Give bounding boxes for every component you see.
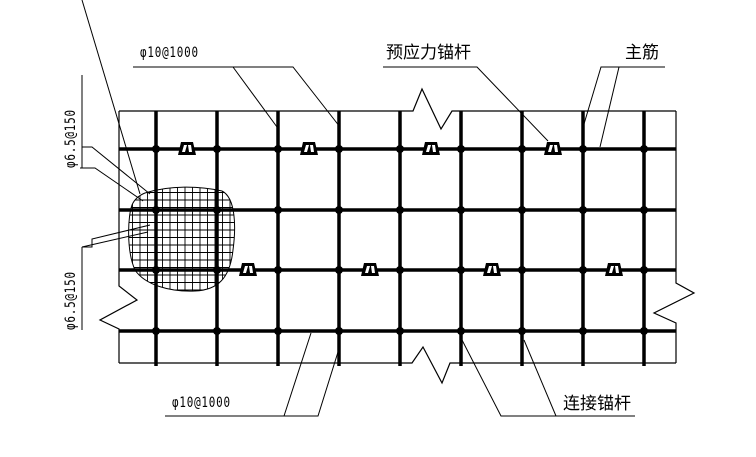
- bar-node: [640, 145, 648, 153]
- left-edge-break-line: [98, 111, 139, 363]
- leader-connecting-anchor: [460, 337, 635, 417]
- bar-node: [335, 145, 343, 153]
- bar-node: [457, 206, 465, 214]
- bar-node: [457, 327, 465, 335]
- bar-node: [396, 206, 404, 214]
- anchor-head-icon: [178, 142, 196, 155]
- anchor-head-icon: [422, 142, 440, 155]
- bottom-edge-break-line: [119, 345, 676, 385]
- top-edge-break-line: [119, 87, 676, 131]
- anchor-head-icon: [239, 263, 257, 276]
- bar-node: [457, 266, 465, 274]
- bar-node: [274, 327, 282, 335]
- bar-node: [213, 266, 221, 274]
- bar-node: [335, 206, 343, 214]
- label-connecting-anchor: 连接锚杆: [563, 394, 631, 414]
- anchor-head-icon: [544, 142, 562, 155]
- anchor-head-icon: [300, 142, 318, 155]
- bar-node: [518, 206, 526, 214]
- leader-mesh-lower: [82, 224, 151, 248]
- bar-node: [213, 145, 221, 153]
- anchor-head-icon: [483, 263, 501, 276]
- label-mesh-lower: φ6.5@150: [63, 271, 79, 330]
- label-bottom-distribution-bar: φ10@1000: [172, 395, 231, 411]
- anchor-head-icon: [361, 263, 379, 276]
- leader-lines: [80, 0, 665, 417]
- anchor-head-icon: [605, 263, 623, 276]
- bar-node: [213, 206, 221, 214]
- vertical-main-bars: [154, 111, 646, 366]
- leader-mesh-upper: [80, 167, 144, 202]
- bar-node: [518, 266, 526, 274]
- horizontal-main-bars: [119, 147, 676, 333]
- wire-mesh-boundary: [128, 186, 236, 292]
- bar-node: [396, 145, 404, 153]
- leader-mesh-upper-2: [82, 146, 151, 195]
- bar-node: [579, 206, 587, 214]
- label-top-distribution-bar: φ10@1000: [140, 45, 199, 61]
- bar-node: [213, 327, 221, 335]
- bar-node: [396, 266, 404, 274]
- bar-node: [335, 327, 343, 335]
- bar-node: [640, 266, 648, 274]
- bar-node: [518, 145, 526, 153]
- bar-node: [579, 327, 587, 335]
- label-prestressed-anchor: 预应力锚杆: [386, 43, 471, 63]
- label-mesh-upper: φ6.5@150: [63, 109, 79, 168]
- bar-node: [152, 145, 160, 153]
- anchor-heads: [178, 142, 623, 276]
- bar-node: [335, 266, 343, 274]
- bar-node: [152, 266, 160, 274]
- bar-node: [640, 327, 648, 335]
- leader-prestressed-anchor: [383, 66, 549, 142]
- bar-node: [152, 327, 160, 335]
- bar-node: [457, 145, 465, 153]
- bar-node: [274, 145, 282, 153]
- wire-mesh-patch: [128, 187, 235, 292]
- leader-main-bar: [583, 66, 665, 125]
- leader-top-distribution-bar: [133, 66, 341, 128]
- bar-node: [579, 266, 587, 274]
- bar-node: [152, 206, 160, 214]
- label-main-bar: 主筋: [625, 43, 659, 63]
- bar-node: [274, 206, 282, 214]
- bar-intersections: [152, 145, 648, 335]
- slab-outline: [98, 87, 696, 385]
- bar-node: [396, 327, 404, 335]
- bar-node: [640, 206, 648, 214]
- bar-node: [579, 145, 587, 153]
- bar-node: [518, 327, 526, 335]
- bar-node: [274, 266, 282, 274]
